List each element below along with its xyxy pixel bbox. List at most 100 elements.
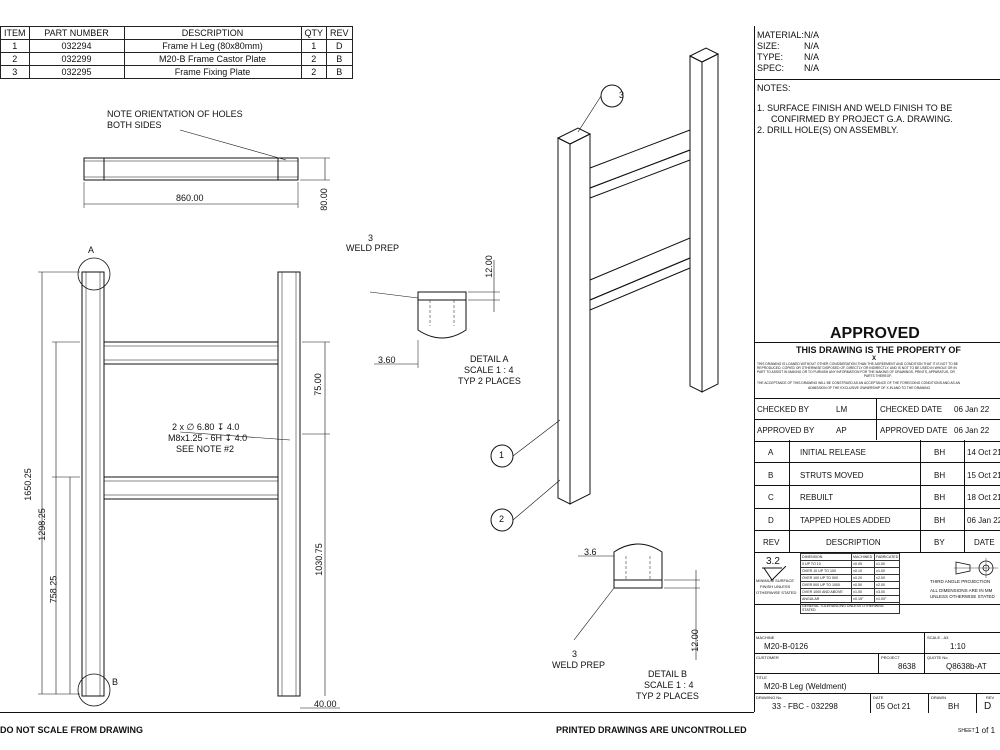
bom-header: ITEM	[0, 26, 30, 40]
roughness-value: 3.2	[766, 556, 780, 567]
tol-header: MACHINED	[851, 553, 875, 561]
scale-label: SCALE - A3	[927, 635, 949, 640]
drawing-no-label: DRAWING No.	[756, 695, 783, 700]
drawing-canvas	[38, 47, 720, 709]
note-1b: CONFIRMED BY PROJECT G.A. DRAWING.	[771, 114, 953, 124]
date-value: 05 Oct 21	[876, 702, 911, 711]
tol-cell: ±0.50	[851, 581, 875, 589]
detail-b-title: DETAIL B	[648, 669, 688, 679]
balloon-2: 2	[499, 514, 505, 524]
property-line: THIS DRAWING IS THE PROPERTY OF	[796, 345, 961, 355]
fine-print: REPRODUCED, COPIED OR OTHERWISE DISPOSED…	[757, 366, 957, 370]
tol-cell: ±1.00°	[873, 595, 901, 603]
bom-cell: 032295	[28, 65, 125, 79]
size-label: SIZE:	[757, 41, 780, 51]
rev-header: REV	[763, 538, 780, 547]
fine-print: ADMISSION OF THE EXCLUSIVE OWNERSHIP OF …	[808, 386, 931, 390]
projection-label: THIRD ANGLE PROJECTION	[930, 579, 991, 584]
rev-label: REV	[986, 695, 995, 700]
min-surface: MINIMUM SURFACE	[756, 578, 794, 583]
tol-cell: ±1.00	[851, 588, 875, 596]
desc-header: DESCRIPTION	[826, 538, 881, 547]
checked-date-label: CHECKED DATE	[880, 405, 943, 414]
signoff-block	[754, 398, 1000, 442]
rev-by: BH	[934, 516, 946, 525]
fine-print: PART TO ASSIST IN MAKING OR TO FURNISH A…	[757, 370, 955, 374]
rev-by: BH	[934, 448, 946, 457]
drawing-info: MACHINE M20-B-0126 SCALE - A3 1:10 CUSTO…	[754, 632, 1000, 713]
rev-cell: A	[768, 448, 774, 457]
spec-value: N/A	[804, 63, 820, 73]
fine-print: THE ACCEPTANCE OF THIS DRAWING WILL BE C…	[757, 381, 961, 385]
tol-header: DIMENSION	[800, 553, 852, 561]
footer-center: PRINTED DRAWINGS ARE UNCONTROLLED	[556, 725, 747, 735]
lower-strut	[103, 476, 279, 500]
title-value: M20-B Leg (Weldment)	[764, 682, 847, 691]
bom-row: 1 032294 Frame H Leg (80x80mm) 1 D	[0, 39, 353, 53]
bom-cell: 2	[300, 65, 328, 79]
dim-1030: 1030.75	[313, 543, 324, 576]
weld-prep-b: WELD PREP	[552, 660, 606, 670]
note-orientation: BOTH SIDES	[107, 120, 162, 130]
rev-date: 18 Oct 21	[967, 493, 1000, 502]
tol-cell: 0 UP TO 10	[800, 560, 852, 568]
dim-40: 40.00	[314, 699, 337, 709]
dim-1650: 1650.25	[22, 468, 33, 501]
tol-cell: OVER 100 UP TO 500	[800, 574, 852, 582]
type-label: TYPE:	[757, 52, 784, 62]
quote-label: QUOTE No.	[927, 655, 949, 660]
rev-by: BH	[934, 493, 946, 502]
dim-860: 860.00	[176, 193, 204, 203]
checked-by-value: LM	[836, 405, 848, 414]
drawn-label: DRAWN	[931, 695, 946, 700]
bom-cell: 1	[300, 39, 328, 53]
bom-cell: Frame Fixing Plate	[123, 65, 302, 79]
property-owner: X	[872, 356, 877, 362]
rev-date: 06 Jan 22	[967, 516, 1000, 525]
material-value: N/A	[804, 30, 820, 40]
revision-table: A INITIAL RELEASE BH 14 Oct 21 B STRUTS …	[754, 440, 1000, 553]
finish-unless: FINISH UNLESS	[760, 584, 791, 589]
roughness-icon	[762, 566, 787, 581]
tol-cell: ±1.00	[873, 567, 901, 575]
tol-cell: ±0.10	[851, 567, 875, 575]
bom-cell: M20-B Frame Castor Plate	[123, 52, 302, 66]
checked-by-label: CHECKED BY	[757, 405, 810, 414]
tol-cell: ±2.00	[873, 581, 901, 589]
footer-left: DO NOT SCALE FROM DRAWING	[0, 725, 143, 735]
approved-stamp: APPROVED	[830, 325, 920, 342]
rev-desc: STRUTS MOVED	[800, 471, 864, 480]
dim-75: 75.00	[312, 373, 323, 396]
bom-cell: D	[326, 39, 353, 53]
detail-b-marker: B	[112, 677, 119, 687]
balloon-1: 1	[499, 450, 505, 460]
tol-cell: OVER 500 UP TO 1000	[800, 581, 852, 589]
material-label: MATERIAL:	[757, 30, 804, 40]
bom-header-row: ITEM PART NUMBER DESCRIPTION QTY REV	[0, 26, 353, 40]
tol-cell: ±2.00	[873, 574, 901, 582]
machine-label: MACHINE	[756, 635, 775, 640]
third-angle-projection-icon	[954, 558, 998, 578]
tol-cell: ±0.20	[851, 574, 875, 582]
bom-header: DESCRIPTION	[123, 26, 302, 40]
machine-value: M20-B-0126	[764, 642, 809, 651]
rev-cell: B	[768, 471, 774, 480]
bom-header: PART NUMBER	[28, 26, 125, 40]
fine-print: PARTS THEREOF.	[864, 374, 892, 378]
bom-cell: 2	[300, 52, 328, 66]
otherwise-stated: OTHERWISE STATED	[756, 590, 797, 595]
rev-desc: INITIAL RELEASE	[800, 448, 866, 457]
bom-cell: 032294	[28, 39, 125, 53]
note-2: 2. DRILL HOLE(S) ON ASSEMBLY.	[757, 125, 899, 135]
drawing-no-value: 33 - FBC - 032298	[772, 702, 838, 711]
detail-b-scale: SCALE 1 : 4	[644, 680, 694, 690]
bom-header: QTY	[300, 26, 328, 40]
bom-cell: Frame H Leg (80x80mm)	[123, 39, 302, 53]
note-1: 1. SURFACE FINISH AND WELD FINISH TO BE	[757, 103, 953, 113]
units-note: ALL DIMENSIONS ARE IN MM	[930, 588, 993, 593]
drawn-value: BH	[948, 702, 960, 711]
customer-label: CUSTOMER	[756, 655, 779, 660]
sheet-label: SHEET	[958, 728, 975, 734]
bom-cell: B	[326, 65, 353, 79]
